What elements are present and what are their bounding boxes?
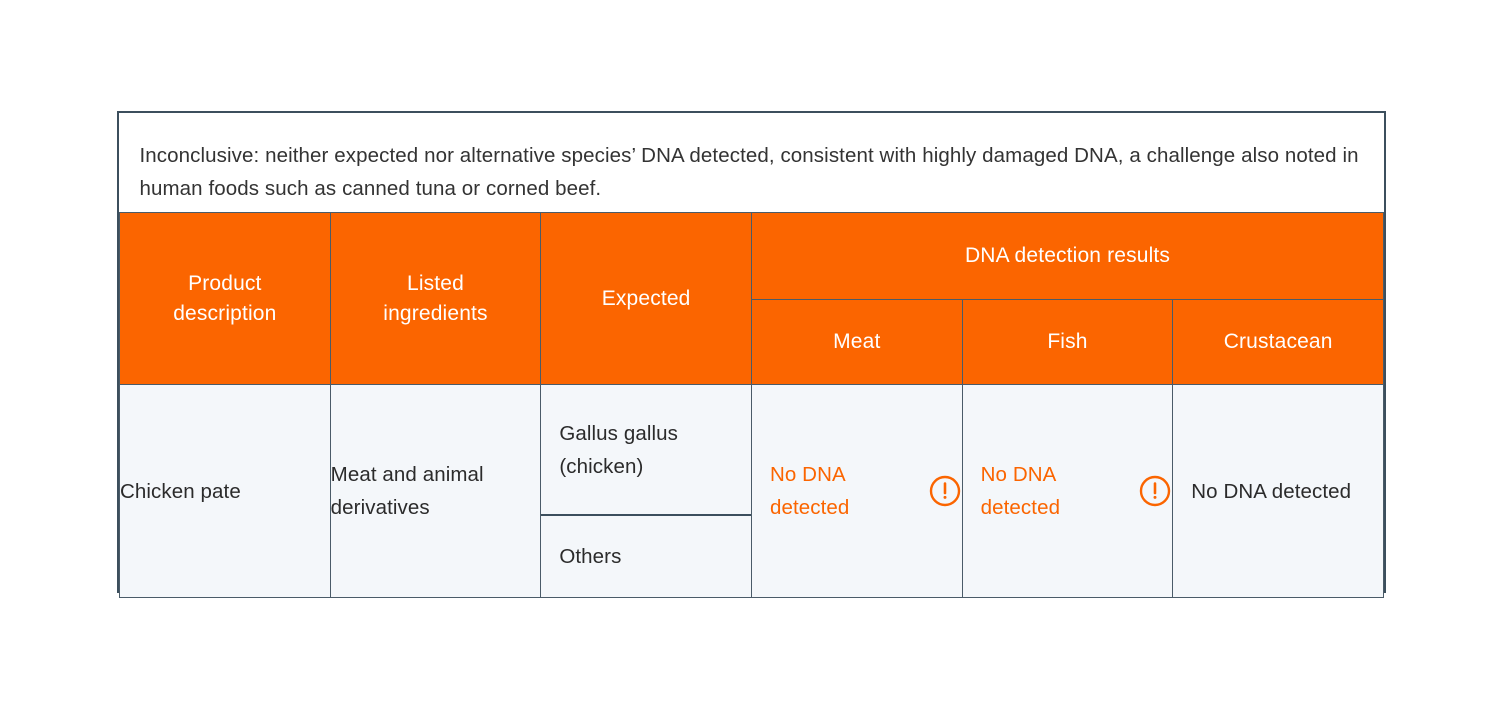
inconclusive-note-text: Inconclusive: neither expected nor alter… <box>139 144 1359 200</box>
header-meat: Meat <box>750 299 963 385</box>
cell-result-meat: No DNA detected <box>750 384 963 598</box>
listed-ingredients-value: Meat and animal derivatives <box>330 463 484 519</box>
header-expected-label: Expected <box>601 286 691 310</box>
cell-listed-ingredients: Meat and animal derivatives <box>329 384 542 598</box>
cell-result-fish: No DNA detected <box>961 384 1174 598</box>
header-product-description-line1: Product <box>188 271 262 295</box>
header-product-description: Product description <box>119 212 331 385</box>
header-listed-ingredients-line2: ingredients <box>383 301 488 325</box>
inconclusive-note-cell: Inconclusive: neither expected nor alter… <box>119 113 1384 213</box>
header-crustacean: Crustacean <box>1172 299 1384 385</box>
header-expected: Expected <box>540 212 752 385</box>
header-meat-label: Meat <box>833 330 881 353</box>
header-listed-ingredients: Listed ingredients <box>329 212 542 385</box>
expected-split-container: Gallus gallus (chicken) Others <box>541 385 751 597</box>
header-dna-detection-results: DNA detection results <box>750 212 1385 300</box>
cell-result-crustacean: No DNA detected <box>1172 384 1384 598</box>
header-crustacean-label: Crustacean <box>1223 330 1333 353</box>
table-note-row: Inconclusive: neither expected nor alter… <box>119 113 1384 213</box>
product-description-value: Chicken pate <box>120 479 241 503</box>
result-meat-content: No DNA detected <box>770 458 962 524</box>
expected-secondary-value: Others <box>559 545 622 568</box>
cell-product-description: Chicken pate <box>119 384 331 598</box>
result-fish-content: No DNA detected <box>981 458 1173 524</box>
header-product-description-line2: description <box>173 301 277 325</box>
header-dna-detection-results-label: DNA detection results <box>964 244 1171 267</box>
result-fish-value: No DNA detected <box>980 463 1061 519</box>
table-header-row-secondary: Meat Fish Crustacean <box>120 299 1384 385</box>
header-fish-label: Fish <box>1047 330 1088 353</box>
warning-circle-icon <box>1138 474 1172 508</box>
table-row: Chicken pate Meat and animal derivatives… <box>119 384 1384 598</box>
warning-circle-icon <box>928 474 962 508</box>
cell-expected: Gallus gallus (chicken) Others <box>540 384 752 598</box>
header-listed-ingredients-line1: Listed <box>407 271 464 295</box>
result-crustacean-value: No DNA detected <box>1191 479 1352 503</box>
dna-results-table: Inconclusive: neither expected nor alter… <box>119 113 1385 598</box>
header-fish: Fish <box>961 299 1174 385</box>
result-meat-value: No DNA detected <box>769 463 850 519</box>
result-crustacean-content: No DNA detected <box>1191 475 1383 508</box>
expected-secondary-subcell: Others <box>541 516 751 597</box>
expected-primary-value: Gallus gallus (chicken) <box>559 421 678 478</box>
table-header-row-primary: Product description Listed ingredients E… <box>119 212 1385 385</box>
expected-primary-subcell: Gallus gallus (chicken) <box>541 385 751 516</box>
dna-results-table-container: Inconclusive: neither expected nor alter… <box>117 111 1386 598</box>
